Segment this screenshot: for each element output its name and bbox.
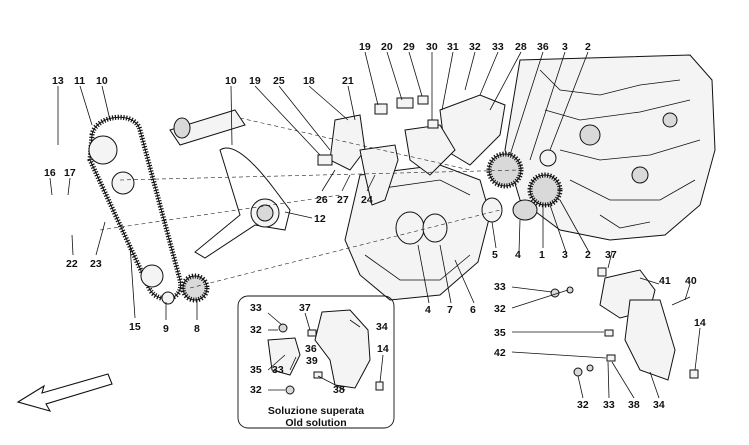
part-label: 38 <box>333 384 345 396</box>
leader-lines <box>49 51 701 399</box>
part-label: 7 <box>447 304 453 316</box>
part-label: 29 <box>403 41 415 53</box>
part-label: 5 <box>492 249 498 261</box>
part-labels: 13 11 10 16 17 22 23 15 9 8 10 19 25 18 … <box>44 41 706 429</box>
part-label: 6 <box>470 304 476 316</box>
part-label: 3 <box>562 41 568 53</box>
part-label: 4 <box>515 249 521 261</box>
right-bracket-group <box>550 267 699 381</box>
part-label: 32 <box>469 41 481 53</box>
part-label: 24 <box>361 194 373 206</box>
part-label: 8 <box>194 323 200 335</box>
part-label: 13 <box>52 75 64 87</box>
part-label: 2 <box>585 249 591 261</box>
part-label: 33 <box>603 399 615 411</box>
part-label: 32 <box>577 399 589 411</box>
part-label: 34 <box>376 321 388 333</box>
inset-caption-italian: Soluzione superata <box>268 405 364 417</box>
left-timing-belt <box>87 114 210 305</box>
inset-caption-english: Old solution <box>285 417 346 429</box>
part-label: 42 <box>494 347 506 359</box>
part-label: 11 <box>74 75 85 87</box>
old-solution-inset <box>237 295 395 429</box>
part-label: 20 <box>381 41 393 53</box>
part-label: 35 <box>250 364 262 376</box>
part-label: 31 <box>447 41 459 53</box>
part-label: 39 <box>306 355 318 367</box>
part-label: 14 <box>694 317 706 329</box>
part-label: 22 <box>66 258 78 270</box>
part-label: 27 <box>337 194 349 206</box>
part-label: 1 <box>539 249 545 261</box>
part-label: 32 <box>250 384 262 396</box>
part-label: 36 <box>537 41 549 53</box>
part-label: 19 <box>359 41 371 53</box>
part-label: 25 <box>273 75 285 87</box>
part-label: 15 <box>129 321 141 333</box>
part-label: 3 <box>562 249 568 261</box>
direction-arrow-icon <box>16 373 113 412</box>
part-label: 37 <box>299 302 311 314</box>
part-label: 41 <box>659 275 671 287</box>
part-label: 2 <box>585 41 591 53</box>
part-label: 10 <box>225 75 237 87</box>
part-label: 26 <box>316 194 328 206</box>
part-label: 28 <box>515 41 527 53</box>
part-label: 21 <box>342 75 354 87</box>
part-label: 23 <box>90 258 102 270</box>
part-label: 18 <box>303 75 315 87</box>
part-label: 30 <box>426 41 438 53</box>
camshaft <box>169 109 246 146</box>
part-label: 33 <box>272 364 284 376</box>
part-label: 12 <box>314 213 326 225</box>
part-label: 33 <box>250 302 262 314</box>
tensioner-brackets <box>317 94 506 206</box>
part-label: 17 <box>64 167 76 179</box>
part-label: 32 <box>250 324 262 336</box>
part-label: 16 <box>44 167 56 179</box>
part-label: 40 <box>685 275 697 287</box>
part-label: 36 <box>305 343 317 355</box>
part-label: 9 <box>163 323 169 335</box>
part-label: 33 <box>494 281 506 293</box>
part-label: 37 <box>605 249 617 261</box>
centre-belt <box>194 147 291 259</box>
part-label: 38 <box>628 399 640 411</box>
part-label: 34 <box>653 399 665 411</box>
part-label: 35 <box>494 327 506 339</box>
part-label: 4 <box>425 304 431 316</box>
part-label: 10 <box>96 75 108 87</box>
part-label: 19 <box>249 75 261 87</box>
gear-cluster <box>395 149 563 245</box>
part-label: 32 <box>494 303 506 315</box>
alignment-lines <box>99 117 521 289</box>
part-label: 33 <box>492 41 504 53</box>
part-label: 14 <box>377 343 389 355</box>
